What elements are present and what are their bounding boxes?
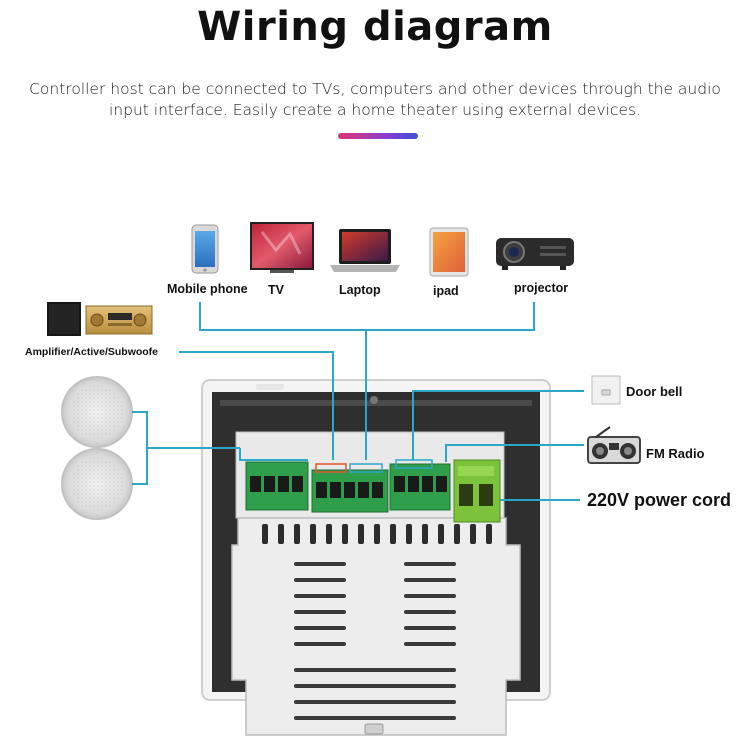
terminal-block-1: [245, 461, 309, 511]
terminal-highlight: [315, 463, 347, 473]
label-door-bell: Door bell: [626, 384, 683, 399]
terminal-block-3: [389, 463, 451, 511]
speaker-wire: [239, 448, 308, 461]
subtitle-line-2: input interface. Easily create a home th…: [108, 101, 641, 119]
ipad-icon: [429, 227, 469, 277]
label-projector: projector: [514, 281, 569, 295]
terminal-highlight: [349, 463, 383, 473]
page-subtitle: Controller host can be connected to TVs,…: [20, 79, 730, 121]
power-terminal: [453, 459, 501, 523]
subtitle-line-1: Controller host can be connected to TVs,…: [29, 80, 721, 98]
amplifier-icon: [85, 305, 153, 335]
label-mobile-phone: Mobile phone: [167, 282, 248, 296]
fm-radio-icon: [587, 426, 641, 464]
subwoofer-icon: [47, 302, 81, 336]
amplifier-wire: [179, 351, 334, 460]
terminal-block-2: [311, 469, 389, 513]
projector-icon: [496, 238, 574, 270]
label-amplifier: Amplifier/Active/Subwoofe: [25, 346, 159, 358]
laptop-icon: [330, 229, 400, 272]
door-bell-icon: [591, 375, 621, 405]
controller-host: [201, 379, 551, 736]
device-bus-wire: [199, 302, 535, 331]
ceiling-speaker-icon: [61, 376, 133, 448]
label-power-cord: 220V power cord: [587, 490, 732, 510]
label-tv: TV: [268, 283, 284, 297]
ceiling-speaker-icon: [61, 448, 133, 520]
mobile-phone-icon: [191, 224, 219, 274]
label-fm-radio: FM Radio: [646, 446, 705, 461]
page-title: Wiring diagram: [197, 4, 553, 50]
label-ipad: ipad: [433, 284, 459, 298]
label-laptop: Laptop: [339, 283, 381, 297]
wires: [132, 302, 584, 501]
fm-radio-wire: [445, 444, 584, 462]
tv-icon: [250, 222, 314, 273]
speaker-wire: [132, 411, 148, 485]
door-bell-wire: [412, 390, 584, 460]
accent-bar: [338, 133, 418, 139]
